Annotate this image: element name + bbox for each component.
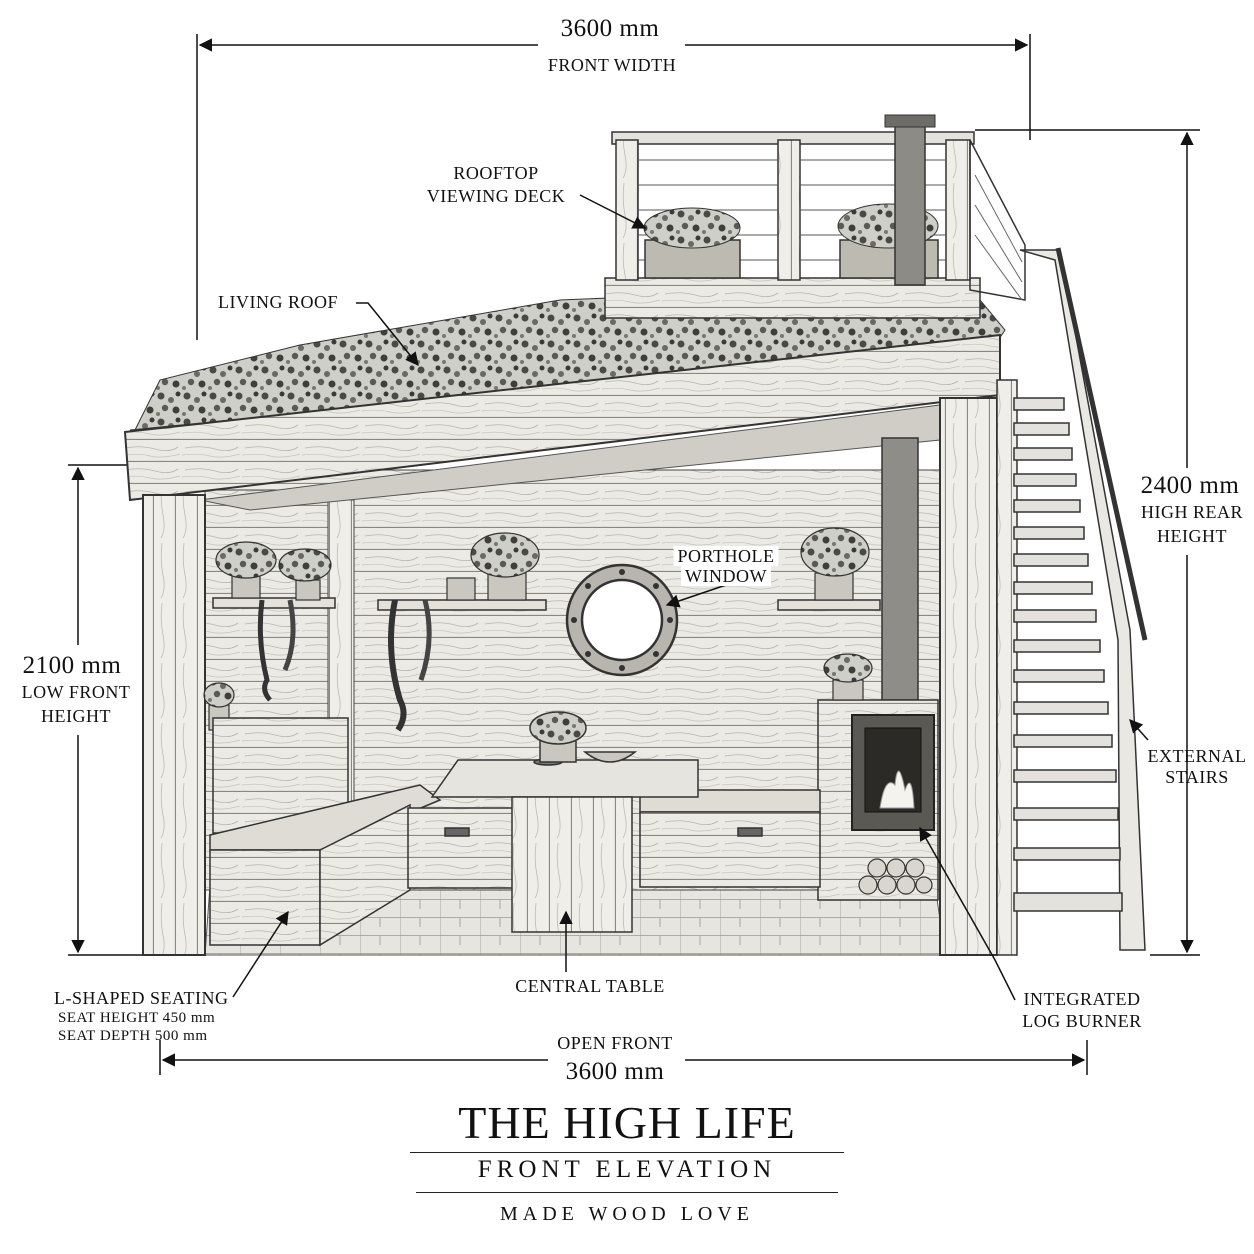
- high-rear-label-1: HIGH REAR: [1141, 502, 1243, 522]
- front-right-post: [939, 397, 998, 956]
- front-width-value: 3600 mm: [560, 15, 660, 42]
- front-width-dimension: [196, 34, 1031, 340]
- porthole-label-1: PORTHOLE: [673, 546, 779, 567]
- high-rear-value: 2400 mm: [1140, 472, 1240, 499]
- central-table: [430, 711, 699, 933]
- central-table-label: CENTRAL TABLE: [515, 976, 665, 996]
- low-front-label-2: HEIGHT: [41, 706, 111, 726]
- rooftop-deck: [604, 114, 1026, 319]
- side-wall-right: [996, 379, 1018, 956]
- porthole-window: [565, 563, 679, 677]
- title-rule-bottom: [416, 1192, 838, 1193]
- seating-height-label: SEAT HEIGHT 450 mm: [58, 1010, 216, 1026]
- leader-lines: [232, 194, 1149, 1001]
- seating-label: L-SHAPED SEATING: [54, 988, 229, 1008]
- drawing-title: THE HIGH LIFE: [458, 1097, 796, 1148]
- external-stairs-label-2: STAIRS: [1165, 767, 1229, 787]
- front-width-label: FRONT WIDTH: [547, 55, 677, 75]
- burner-flue: [881, 437, 919, 701]
- brand-name: MADE WOOD LOVE: [499, 1203, 755, 1225]
- porthole-label-2: WINDOW: [681, 566, 771, 587]
- high-rear-label-2: HEIGHT: [1157, 526, 1227, 546]
- flame-icon: [879, 770, 915, 809]
- front-left-post: [142, 494, 206, 956]
- low-front-value: 2100 mm: [22, 652, 122, 679]
- seating-depth-label: SEAT DEPTH 500 mm: [58, 1028, 208, 1044]
- open-front-value: 3600 mm: [565, 1058, 665, 1085]
- log-store: [858, 858, 933, 895]
- open-front-dimension: [159, 1040, 1088, 1075]
- living-roof-label: LIVING ROOF: [218, 292, 338, 312]
- open-front-label: OPEN FRONT: [557, 1033, 673, 1053]
- rooftop-deck-label-2: VIEWING DECK: [426, 186, 566, 206]
- title-rule-top: [410, 1152, 844, 1153]
- low-front-height-dimension: [68, 464, 150, 956]
- drawing-subtitle: FRONT ELEVATION: [477, 1156, 777, 1183]
- rooftop-deck-label-1: ROOFTOP: [453, 163, 539, 183]
- log-burner-label-1: INTEGRATED: [1023, 989, 1141, 1009]
- low-front-label-1: LOW FRONT: [21, 682, 131, 702]
- external-stairs-label-1: EXTERNAL: [1147, 746, 1247, 766]
- log-burner-label-2: LOG BURNER: [1022, 1011, 1142, 1031]
- external-stairs: [1013, 247, 1148, 951]
- high-rear-height-dimension: [975, 129, 1200, 956]
